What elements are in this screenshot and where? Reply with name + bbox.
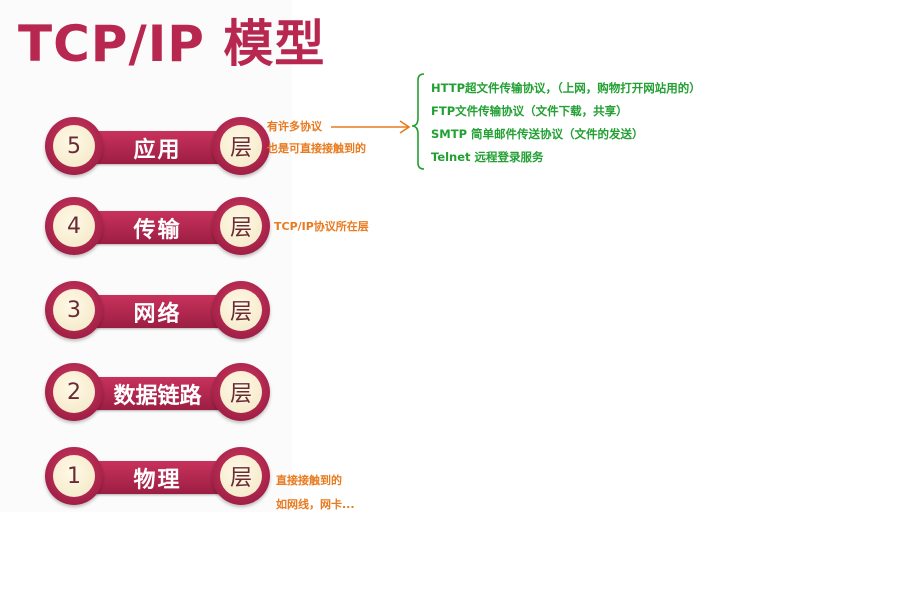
layer-name: 数据链路 [113, 383, 202, 409]
physical-note-line1: 直接接触到的 [276, 474, 342, 487]
protocol-telnet: Telnet 远程登录服务 [431, 150, 544, 164]
arrow-icon [331, 120, 411, 134]
protocol-http: HTTP超文件传输协议，（上网，购物打开网站用的） [431, 81, 701, 95]
layer-application: 5 应用 层 [45, 116, 270, 180]
physical-note-line2: 如网线，网卡... [276, 498, 355, 511]
layer-suffix-badge: 层 [212, 117, 270, 175]
transport-note: TCP/IP协议所在层 [274, 220, 369, 233]
application-note-line1: 有许多协议 [267, 120, 322, 133]
protocol-ftp: FTP文件传输协议（文件下载，共享） [431, 104, 628, 118]
layer-name: 传输 [133, 217, 182, 243]
layer-suffix-badge: 层 [212, 281, 270, 339]
layer-transport: 4 传输 层 [45, 196, 270, 260]
layer-suffix-badge: 层 [212, 447, 270, 505]
protocol-smtp: SMTP 简单邮件传送协议（文件的发送） [431, 127, 644, 141]
layer-physical: 1 物理 层 [45, 446, 270, 510]
layer-data-link: 2 数据链路 层 [45, 362, 270, 426]
layer-number-badge: 4 [45, 197, 103, 255]
page-title: TCP/IP 模型 [18, 15, 326, 73]
curly-brace-icon [411, 73, 425, 170]
layer-name: 网络 [133, 301, 182, 327]
layer-number-badge: 2 [45, 363, 103, 421]
layer-network: 3 网络 层 [45, 280, 270, 344]
layer-number-badge: 3 [45, 281, 103, 339]
layer-number-badge: 5 [45, 117, 103, 175]
layer-number-badge: 1 [45, 447, 103, 505]
left-panel [0, 0, 292, 512]
layer-name: 物理 [133, 467, 182, 493]
layer-name: 应用 [133, 137, 182, 163]
layer-suffix-badge: 层 [212, 197, 270, 255]
application-note-line2: 也是可直接接触到的 [267, 142, 366, 155]
layer-suffix-badge: 层 [212, 363, 270, 421]
